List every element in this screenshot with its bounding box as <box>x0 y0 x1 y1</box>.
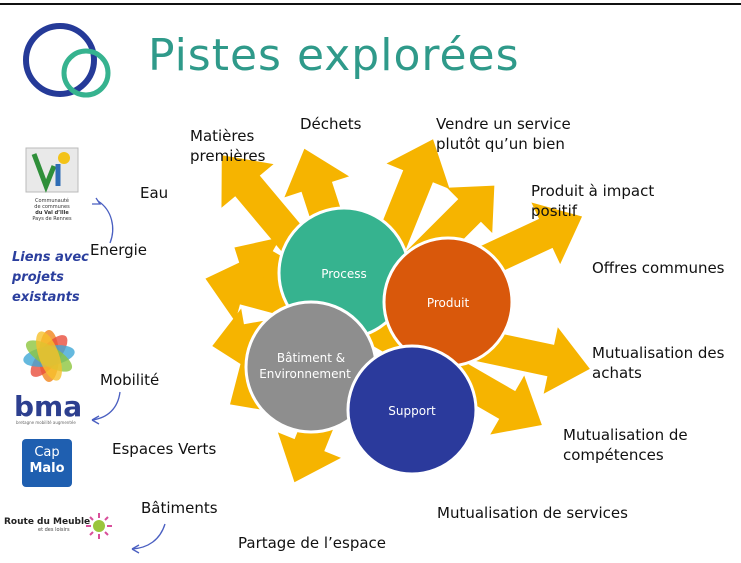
rings-logo <box>23 23 111 98</box>
label-mobilite: Mobilité <box>100 371 160 389</box>
label-produit-impact: Produit à impact positif <box>531 181 654 221</box>
route-meuble-line-1: Route du Meuble <box>4 517 91 527</box>
bma-flower-icon <box>23 330 75 382</box>
label-eau: Eau <box>140 184 169 202</box>
label-vendre: Vendre un service plutôt qu’un bien <box>436 114 571 154</box>
label-services: Mutualisation de services <box>437 504 628 522</box>
circle-produit-label: Produit <box>427 296 470 310</box>
bma-subtitle: bretagne mobilité augmentée <box>16 420 76 425</box>
val-dille-line-4: Pays de Rennes <box>32 216 72 222</box>
cap-malo-line-1: Cap <box>34 445 60 460</box>
label-matieres-2: premières <box>190 147 266 165</box>
note-line-2: projets <box>12 270 64 285</box>
label-matieres: Matières premières <box>190 126 265 166</box>
label-competences: Mutualisation de compétences <box>563 425 688 465</box>
val-dille-text: Communauté de communes du Val d’Ille Pay… <box>24 198 80 222</box>
circle-batiment-label-1: Bâtiment & <box>277 351 345 365</box>
circle-support-label: Support <box>388 404 436 418</box>
page-title: Pistes explorées <box>148 30 520 81</box>
circle-process-label: Process <box>321 267 367 281</box>
label-competences-1: Mutualisation de <box>563 426 688 444</box>
cap-malo-line-2: Malo <box>29 461 65 476</box>
logo-route-du-meuble: Route du Meuble et des loisirs <box>4 511 114 545</box>
label-achats-2: achats <box>592 364 642 382</box>
label-produit-impact-2: positif <box>531 202 578 220</box>
label-dechets: Déchets <box>300 115 362 133</box>
note-liens-projets: Liens avec projets existants <box>12 248 89 308</box>
logo-cap-malo: Cap Malo <box>22 439 72 487</box>
circle-support: Support <box>346 344 478 476</box>
label-espaces: Espaces Verts <box>112 440 217 458</box>
label-batiments: Bâtiments <box>141 499 218 517</box>
logo-val-dille: Communauté de communes du Val d’Ille Pay… <box>24 146 80 232</box>
val-dille-line-3: du Val d’Ille <box>35 210 69 216</box>
logo-bma: bma bretagne mobilité augmentée <box>8 320 90 425</box>
label-vendre-1: Vendre un service <box>436 115 571 133</box>
label-vendre-2: plutôt qu’un bien <box>436 135 565 153</box>
top-rule <box>0 3 741 5</box>
val-dille-mark <box>25 147 79 193</box>
label-energie: Energie <box>90 241 148 259</box>
circle-batiment: Bâtiment & Environnement <box>244 300 378 434</box>
circle-batiment-label-2: Environnement <box>259 367 351 381</box>
label-matieres-1: Matières <box>190 127 255 145</box>
label-achats-1: Mutualisation des <box>592 344 725 362</box>
route-meuble-line-2: et des loisirs <box>38 527 70 533</box>
label-competences-2: compétences <box>563 446 664 464</box>
val-dille-line-1: Communauté <box>35 198 69 204</box>
label-offres: Offres communes <box>592 259 725 277</box>
label-produit-impact-1: Produit à impact <box>531 182 655 200</box>
link-arrows <box>91 197 166 554</box>
note-line-1: Liens avec <box>12 250 89 265</box>
bma-wordmark: bma <box>14 390 83 423</box>
label-partage: Partage de l’espace <box>238 534 387 552</box>
circle-produit: Produit <box>382 236 514 368</box>
val-dille-line-2: de communes <box>34 204 70 210</box>
label-achats: Mutualisation des achats <box>592 343 724 383</box>
route-meuble-sun-icon <box>86 513 112 539</box>
note-line-3: existants <box>12 290 80 305</box>
